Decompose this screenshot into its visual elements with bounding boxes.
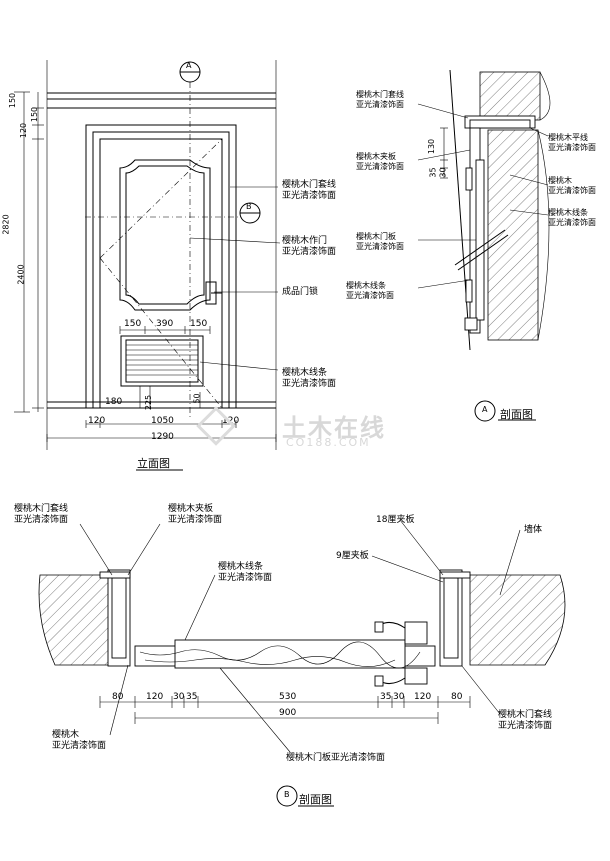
sec-a-label-7: 樱桃木线条 亚光清漆饰面: [346, 281, 394, 300]
sec-b-label-5: 9厘夹板: [336, 551, 369, 561]
dim-inner-150b: 150: [190, 319, 208, 329]
sec-b-dim-120a: 120: [146, 692, 164, 702]
sec-a-label-5: 樱桃木线条 亚光清漆饰面: [548, 208, 596, 227]
sec-b-label-3: 樱桃木线条 亚光清漆饰面: [218, 562, 273, 583]
sec-b-dim-900: 900: [279, 708, 297, 718]
dim-120-left: 120: [19, 122, 29, 139]
sec-a-dim-35: 35: [428, 167, 438, 178]
sec-b-dim-35b: 35: [380, 692, 392, 702]
elev-label-frame: 樱桃木门套线 亚光清漆饰面: [282, 180, 337, 201]
dim-180: 180: [105, 397, 123, 407]
dim-50: 50: [192, 393, 202, 404]
elevation-view: [14, 60, 281, 471]
section-b-marker: B: [284, 790, 290, 799]
sec-b-label-2: 樱桃木夹板 亚光清漆饰面: [168, 504, 223, 525]
section-a-view: [417, 69, 551, 422]
section-b-view: [38, 519, 566, 807]
elev-label-molding: 樱桃木线条 亚光清漆饰面: [282, 368, 337, 389]
dim-1050: 1050: [151, 416, 174, 426]
dim-120-b: 120: [222, 416, 240, 426]
sec-b-dim-80a: 80: [112, 692, 124, 702]
sec-b-dim-35a: 35: [186, 692, 198, 702]
sec-b-dim-120b: 120: [414, 692, 432, 702]
section-a-marker: A: [482, 405, 488, 414]
marker-a-letter: A: [186, 61, 192, 70]
sec-b-dim-530: 530: [279, 692, 297, 702]
watermark-sub: CO188.COM: [286, 436, 371, 449]
dim-150-top: 150: [8, 92, 18, 109]
sec-a-dim-30: 30: [438, 167, 448, 178]
elevation-title: 立面图: [137, 457, 170, 470]
section-b-title: 剖面图: [299, 793, 332, 806]
dim-2400: 2400: [16, 264, 26, 285]
sec-a-dim-130: 130: [427, 138, 437, 155]
dim-120-a: 120: [88, 416, 106, 426]
elev-label-lock: 成品门锁: [282, 287, 319, 297]
sec-a-label-2: 樱桃木平线 亚光清漆饰面: [548, 133, 596, 152]
dim-1290: 1290: [151, 432, 174, 442]
dim-225: 225: [144, 394, 154, 411]
sec-a-label-1: 樱桃木门套线 亚光清漆饰面: [356, 90, 404, 109]
sec-b-label-1: 樱桃木门套线 亚光清漆饰面: [14, 504, 69, 525]
dim-inner-150a: 150: [124, 319, 142, 329]
sec-b-label-7: 樱桃木 亚光清漆饰面: [52, 730, 107, 751]
marker-b-letter: B: [246, 202, 252, 211]
sec-a-label-6: 樱桃木门板 亚光清漆饰面: [356, 232, 404, 251]
sec-b-dim-30b: 30: [393, 692, 405, 702]
section-a-title: 剖面图: [500, 408, 533, 421]
dim-inner-390: 390: [156, 319, 174, 329]
dim-150-left: 150: [30, 106, 40, 123]
watermark-text: 土木在线: [282, 414, 386, 442]
sec-b-label-9: 樱桃木门套线 亚光清漆饰面: [498, 710, 553, 731]
sec-a-label-4: 樱桃木 亚光清漆饰面: [548, 176, 596, 195]
sec-b-dim-30a: 30: [173, 692, 185, 702]
sec-b-label-6: 墙体: [524, 525, 543, 535]
dim-2820: 2820: [1, 214, 11, 235]
sec-b-dim-80b: 80: [451, 692, 463, 702]
elev-label-door: 樱桃木作门 亚光清漆饰面: [282, 236, 337, 257]
sec-b-label-8: 樱桃木门板亚光清漆饰面: [286, 753, 386, 763]
sec-b-label-4: 18厘夹板: [376, 515, 415, 525]
door-handle-icon: [374, 621, 428, 687]
louver-lines: [126, 344, 198, 376]
sec-a-label-3: 樱桃木夹板 亚光清漆饰面: [356, 152, 404, 171]
